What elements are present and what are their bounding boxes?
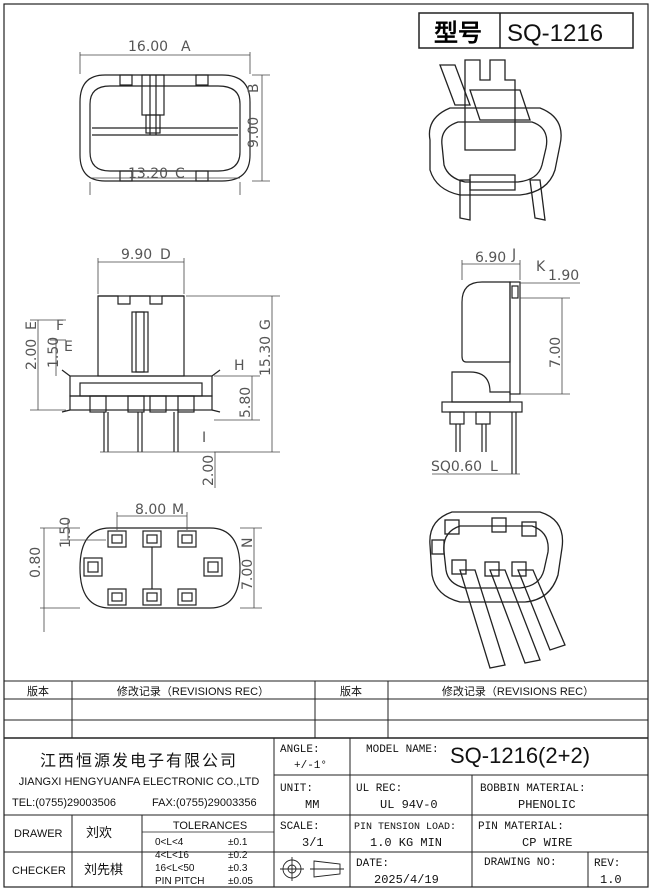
scale-value: 3/1 [302, 836, 324, 850]
company-tel: TEL:(0755)29003506 [12, 797, 116, 809]
company-name-cn: 江西恒源发电子有限公司 [40, 751, 238, 770]
tolerance-range-4: PIN PITCH [155, 876, 204, 887]
dim-top-inner-tag: C [175, 166, 185, 182]
dim-tag-h: H [234, 358, 245, 374]
dim-top-height-tag: B [246, 83, 262, 93]
projection-symbol-icon [280, 857, 344, 881]
dim-top-inner: 13.20 [128, 166, 168, 182]
pin-material-label: PIN MATERIAL: [478, 821, 564, 833]
dim-front-pin: 2.00 [201, 455, 217, 486]
pin-material-value: CP WIRE [522, 836, 572, 850]
dim-tag-i: I [202, 430, 206, 446]
unit-value: MM [305, 798, 319, 812]
dim-bottom-pitch-tag: M [172, 502, 184, 518]
top-view-dimensions [79, 52, 270, 195]
dim-front-step-tag: F [56, 318, 64, 334]
tolerance-range-2: 4<L<16 [155, 850, 189, 861]
dim-bottom-pitch: 8.00 [135, 502, 166, 518]
scale-label: SCALE: [280, 821, 320, 833]
dim-side-width-tag: J [511, 247, 516, 263]
dim-top-height: 9.00 [246, 117, 262, 148]
model-title-box: 型号 SQ-1216 [418, 12, 634, 49]
dim-bottom-margin: 0.80 [28, 547, 44, 578]
tolerances-title: TOLERANCES [173, 820, 247, 832]
bottom-view-dimensions [40, 512, 262, 632]
checker-name: 刘先棋 [84, 863, 123, 878]
dim-front-width-tag: D [160, 247, 171, 263]
dim-side-slot: 1.90 [548, 268, 579, 284]
ul-value: UL 94V-0 [380, 798, 438, 812]
rev-version-label-2: 版本 [340, 684, 362, 698]
model-name-label: MODEL NAME: [366, 744, 439, 756]
side-view [441, 281, 523, 474]
bobbin-material-value: PHENOLIC [518, 798, 576, 812]
rev-label: REV: [594, 858, 620, 870]
rev-version-label-1: 版本 [27, 684, 49, 698]
angle-label: ANGLE: [280, 744, 320, 756]
drawing-no-label: DRAWING NO: [484, 857, 557, 869]
dim-front-flange: 2.00 [24, 339, 40, 370]
dim-pin-square: SQ0.60 [431, 459, 482, 475]
front-view-dimensions [30, 258, 280, 488]
company-name-en: JIANGXI HENGYUANFA ELECTRONIC CO.,LTD [19, 776, 260, 788]
date-label: DATE: [356, 858, 389, 870]
pin-tension-value: 1.0 KG MIN [370, 836, 442, 850]
sheet-border [3, 3, 649, 888]
model-name-value: SQ-1216(2+2) [450, 743, 590, 768]
iso-view-bottom [429, 511, 566, 669]
top-view [79, 74, 251, 182]
tolerance-range-1: 0<L<4 [155, 837, 184, 848]
dim-pin-square-tag: L [490, 459, 498, 475]
dim-bottom-offset: 1.50 [58, 517, 74, 548]
dim-tag-k: K [536, 259, 546, 275]
dim-top-width-tag: A [181, 39, 191, 55]
dim-front-width: 9.90 [121, 247, 152, 263]
dim-bottom-height: 7.00 [240, 559, 256, 590]
dim-front-total-tag: G [258, 319, 274, 330]
rev-record-label-1: 修改记录（REVISIONS REC） [117, 684, 269, 698]
angle-value: +/-1° [294, 760, 327, 772]
bottom-view [79, 527, 241, 609]
drawer-label: DRAWER [14, 828, 63, 840]
bobbin-material-label: BOBBIN MATERIAL: [480, 783, 586, 795]
title-block-grid [4, 680, 648, 887]
dim-tag-e: E [64, 339, 73, 355]
dim-front-step: 1.50 [46, 337, 62, 368]
model-code: SQ-1216 [507, 20, 603, 47]
date-value: 2025/4/19 [374, 873, 439, 887]
dim-front-base: 5.80 [238, 387, 254, 418]
company-fax: FAX:(0755)29003356 [152, 797, 257, 809]
drawer-name: 刘欢 [86, 826, 112, 841]
tolerance-value-1: ±0.1 [228, 837, 248, 848]
dim-side-window: 7.00 [548, 337, 564, 368]
tolerance-value-4: ±0.05 [228, 876, 253, 887]
pin-tension-label: PIN TENSION LOAD: [354, 822, 456, 833]
dim-side-width: 6.90 [475, 250, 506, 266]
dim-front-total: 15.30 [258, 336, 274, 376]
dim-top-width: 16.00 [128, 39, 168, 55]
tolerance-range-3: 16<L<50 [155, 863, 195, 874]
ul-label: UL REC: [356, 783, 402, 795]
checker-label: CHECKER [12, 865, 66, 877]
tolerance-value-2: ±0.2 [228, 850, 248, 861]
rev-record-label-2: 修改记录（REVISIONS REC） [442, 684, 594, 698]
dim-bottom-height-tag: N [240, 538, 256, 548]
front-view [61, 295, 221, 452]
iso-view-top [428, 59, 562, 221]
dim-front-flange-tag: E [24, 321, 40, 330]
tolerance-value-3: ±0.3 [228, 863, 248, 874]
rev-value: 1.0 [600, 873, 622, 887]
model-label: 型号 [434, 19, 482, 47]
side-view-dimensions [432, 260, 580, 475]
unit-label: UNIT: [280, 783, 313, 795]
